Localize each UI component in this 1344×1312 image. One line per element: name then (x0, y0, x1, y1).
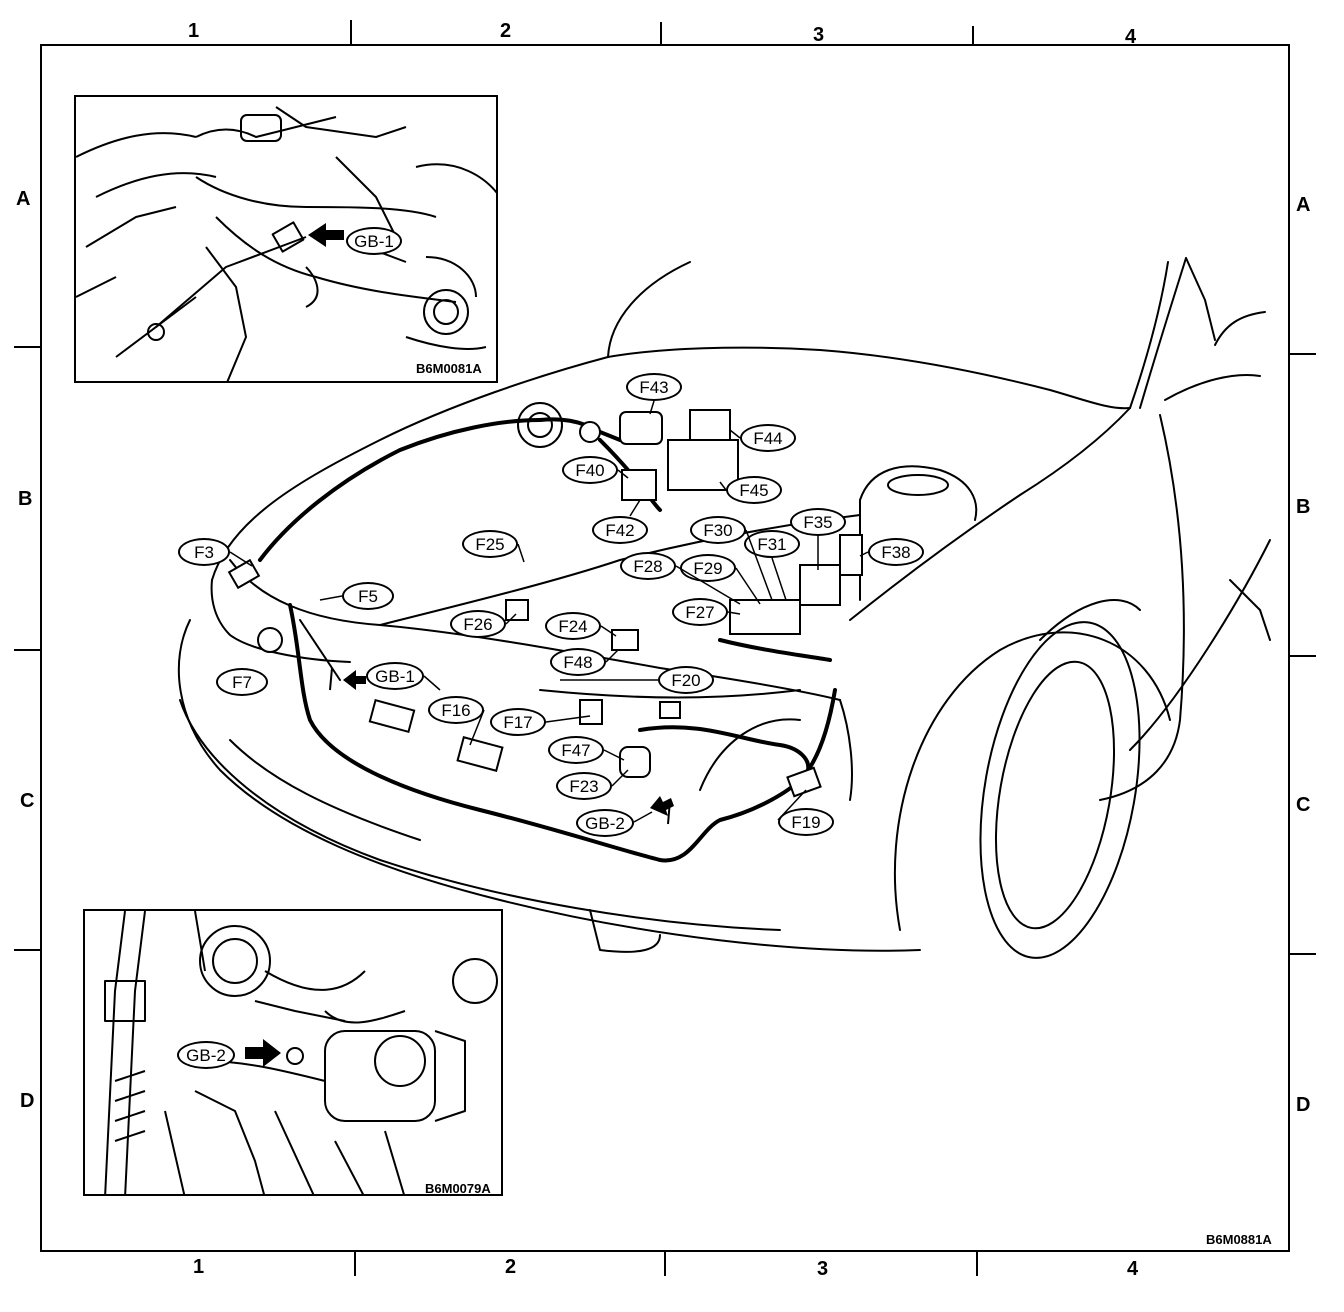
callout-f35: F35 (790, 508, 846, 536)
diagram-frame (40, 44, 1290, 1252)
inset-top-code: B6M0081A (416, 361, 482, 376)
grid-col-4-bottom: 4 (1127, 1258, 1139, 1280)
callout-f38: F38 (868, 538, 924, 566)
grid-row-c-right: C (1296, 794, 1311, 816)
callout-gb2: GB-2 (576, 809, 634, 837)
callout-f45: F45 (726, 476, 782, 504)
callout-f29: F29 (680, 554, 736, 582)
callout-f5: F5 (342, 582, 394, 610)
grid-row-b-left: B (18, 488, 33, 510)
callout-f3: F3 (178, 538, 230, 566)
inset-gb2-detail: GB-2 B6M0079A (83, 909, 503, 1196)
grid-col-3-bottom: 3 (817, 1258, 829, 1280)
callout-f30: F30 (690, 516, 746, 544)
grid-col-2-top: 2 (500, 20, 512, 42)
inset-gb2-drawing (104, 911, 498, 1194)
callout-f31: F31 (744, 530, 800, 558)
callout-f17: F17 (490, 708, 546, 736)
inset-bottom-code: B6M0079A (425, 1181, 491, 1196)
callout-gb2-inset: GB-2 (177, 1041, 235, 1069)
grid-col-3-top: 3 (813, 24, 825, 46)
callout-gb1-inset: GB-1 (346, 227, 402, 255)
grid-row-d-left: D (20, 1090, 35, 1112)
figure-code: B6M0881A (1206, 1232, 1272, 1247)
callout-f20: F20 (658, 666, 714, 694)
grid-col-2-bottom: 2 (505, 1256, 517, 1278)
grid-row-a-right: A (1296, 194, 1311, 216)
inset-gb1-drawing (76, 106, 496, 381)
callout-f16: F16 (428, 696, 484, 724)
callout-f48: F48 (550, 648, 606, 676)
callout-f28: F28 (620, 552, 676, 580)
grid-row-c-left: C (20, 790, 35, 812)
callout-f24: F24 (545, 612, 601, 640)
callout-f26: F26 (450, 610, 506, 638)
callout-f27: F27 (672, 598, 728, 626)
callout-gb1: GB-1 (366, 662, 424, 690)
grid-row-b-right: B (1296, 496, 1311, 518)
callout-f42: F42 (592, 516, 648, 544)
callout-f25: F25 (462, 530, 518, 558)
callout-f43: F43 (626, 373, 682, 401)
callout-f47: F47 (548, 736, 604, 764)
callout-f19: F19 (778, 808, 834, 836)
callout-f23: F23 (556, 772, 612, 800)
grid-row-d-right: D (1296, 1094, 1311, 1116)
callout-f7: F7 (216, 668, 268, 696)
grid-row-a-left: A (16, 188, 31, 210)
callout-f40: F40 (562, 456, 618, 484)
inset-gb1-detail: GB-1 B6M0081A (74, 95, 498, 383)
grid-col-1-top: 1 (188, 20, 200, 42)
grid-col-1-bottom: 1 (193, 1256, 205, 1278)
grid-col-4-top: 4 (1125, 26, 1137, 48)
callout-f44: F44 (740, 424, 796, 452)
